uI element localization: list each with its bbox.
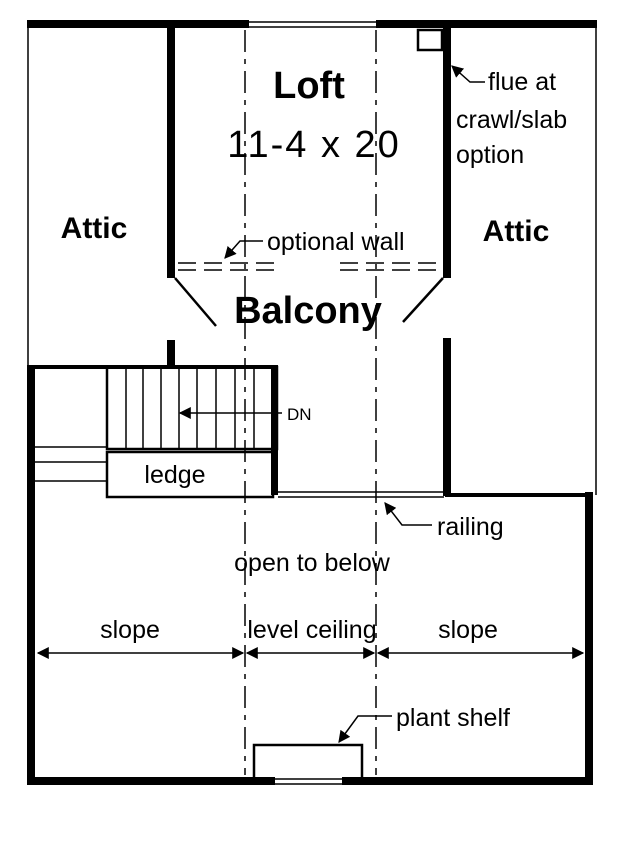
railing xyxy=(278,491,444,498)
flue-note-line1: flue at xyxy=(488,68,556,96)
leader-lines xyxy=(224,65,485,743)
ledge-label: ledge xyxy=(144,461,205,489)
loft-dimensions: 11-4 x 20 xyxy=(227,124,401,166)
loft-title: Loft xyxy=(273,65,345,107)
plant-shelf xyxy=(252,743,364,777)
optional-wall-label: optional wall xyxy=(267,228,405,256)
stairs-down-label: DN xyxy=(287,405,312,424)
attic-left-label: Attic xyxy=(61,212,128,245)
railing-label: railing xyxy=(437,513,504,541)
balcony-label: Balcony xyxy=(234,290,382,332)
flue-note-line2: crawl/slab xyxy=(456,106,567,134)
flue-note-line3: option xyxy=(456,141,524,169)
open-to-below-label: open to below xyxy=(234,549,391,577)
plant-shelf-label: plant shelf xyxy=(396,704,510,732)
attic-right-label: Attic xyxy=(483,215,550,248)
ceiling-lines xyxy=(244,30,377,775)
level-ceiling-label: level ceiling xyxy=(247,616,376,644)
ledge xyxy=(105,450,275,499)
staircase xyxy=(35,365,282,495)
slope-left-label: slope xyxy=(100,616,160,644)
optional-wall xyxy=(178,262,440,271)
slope-right-label: slope xyxy=(438,616,498,644)
exterior-walls xyxy=(27,20,597,785)
